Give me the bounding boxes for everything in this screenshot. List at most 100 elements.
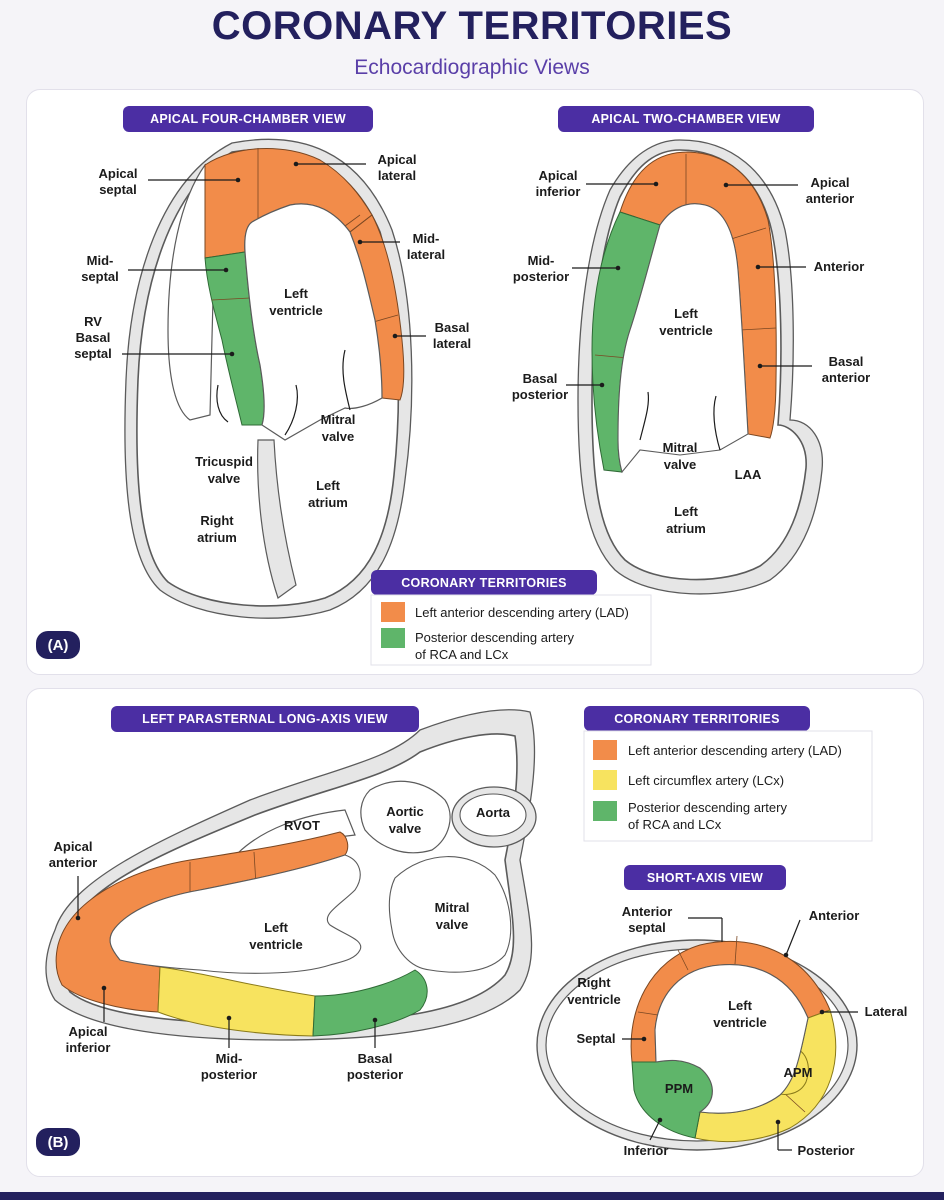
bottom-bar <box>0 1192 944 1200</box>
dot-septal <box>641 1036 647 1042</box>
dot-basal-anterior-2ch <box>757 363 763 369</box>
label-lateral: Lateral <box>865 1004 908 1019</box>
tricuspid-leaflet <box>216 384 229 423</box>
legend-a-swatch-pda <box>381 628 405 648</box>
aorta-lumen <box>459 793 527 837</box>
legend-a-swatch-lad <box>381 602 405 622</box>
aortic-valve-region <box>360 780 451 854</box>
label-anterior-2ch: Anterior <box>814 259 865 274</box>
dot-sax-anterior <box>783 952 789 958</box>
two-chamber-title: APICAL TWO-CHAMBER VIEW <box>591 112 780 126</box>
seg-divider-8 <box>594 354 629 359</box>
legend-a-title: CORONARY TERRITORIES <box>401 576 567 590</box>
leader-inferior <box>649 1119 661 1141</box>
label-posterior: Posterior <box>797 1143 854 1158</box>
legend-b-item-lcx: Left circumflex artery (LCx) <box>628 773 784 788</box>
dot-mid-posterior-plax <box>226 1015 232 1021</box>
page-subtitle: Echocardiographic Views <box>354 56 590 79</box>
short-axis-title-pill <box>624 865 786 890</box>
short-axis-title: SHORT-AXIS VIEW <box>647 871 763 885</box>
long-axis-lv-lumen <box>109 854 362 974</box>
label-aorta: Aorta <box>476 805 511 820</box>
seg-divider-11 <box>677 949 689 971</box>
legend-b: CORONARY TERRITORIES Left anterior desce… <box>583 706 873 842</box>
dot-mid-septal <box>223 267 229 273</box>
label-mid-lateral: Mid-lateral <box>407 231 445 262</box>
legend-a-item-lad: Left anterior descending artery (LAD) <box>415 605 629 620</box>
legend-b-swatch-lad <box>593 740 617 760</box>
long-axis-title: LEFT PARASTERNAL LONG-AXIS VIEW <box>142 712 388 726</box>
label-mid-posterior-2ch: Mid-posterior <box>513 253 569 284</box>
label-inferior: Inferior <box>624 1143 669 1158</box>
seg-divider-14 <box>782 1091 806 1113</box>
long-axis-view: LEFT PARASTERNAL LONG-AXIS VIEW RVOT Aor… <box>45 706 537 1082</box>
legend-a: CORONARY TERRITORIES Left anterior desce… <box>370 570 652 666</box>
label-sax-anterior: Anterior <box>809 908 860 923</box>
legend-b-swatch-pda <box>593 801 617 821</box>
dot-mid-lateral <box>357 239 363 245</box>
dot-basal-posterior-2ch <box>599 382 605 388</box>
legend-b-box <box>583 730 873 842</box>
seg-divider-7 <box>739 327 777 331</box>
seg-divider-13 <box>637 1011 659 1016</box>
mitral-leaflet-1 <box>284 384 298 436</box>
panel-b-tag: (B) <box>48 1134 69 1151</box>
leader-sax-anterior <box>785 919 801 956</box>
dot-apical-inferior-2ch <box>653 181 659 187</box>
two-chamber-mitral-1 <box>639 391 650 441</box>
panel-b-tag-bg <box>36 1128 80 1156</box>
panel-a-tag: (A) <box>48 637 69 654</box>
two-chamber-lv-lumen <box>617 203 749 474</box>
sax-lv-lumen <box>654 964 809 1114</box>
legend-a-box <box>370 594 652 666</box>
label-laa: LAA <box>735 467 762 482</box>
legend-a-title-pill <box>371 570 597 595</box>
pda-long-axis-segment <box>312 969 428 1037</box>
four-chamber-title-pill <box>123 106 373 132</box>
label-mid-posterior-plax: Mid-posterior <box>201 1051 257 1082</box>
dot-basal-posterior-plax <box>372 1017 378 1023</box>
left-ventricle-lumen <box>244 203 383 441</box>
label-ppm: PPM <box>665 1081 693 1096</box>
label-apm: APM <box>784 1065 813 1080</box>
dot-mid-posterior-2ch <box>615 265 621 271</box>
dot-posterior <box>775 1119 781 1125</box>
dot-apical-anterior-2ch <box>723 182 729 188</box>
label-septal: Septal <box>576 1031 615 1046</box>
page-title: CORONARY TERRITORIES <box>211 4 733 48</box>
mitral-leaflet-2 <box>342 349 351 411</box>
dot-inferior <box>657 1117 663 1123</box>
dot-rv-basal-septal <box>229 351 235 357</box>
dot-apical-septal <box>235 177 241 183</box>
label-mid-septal: Mid-septal <box>81 253 119 284</box>
panel-a-tag-bg <box>36 631 80 659</box>
dot-basal-lateral <box>392 333 398 339</box>
legend-b-swatch-lcx <box>593 770 617 790</box>
seg-divider-6 <box>727 227 767 241</box>
